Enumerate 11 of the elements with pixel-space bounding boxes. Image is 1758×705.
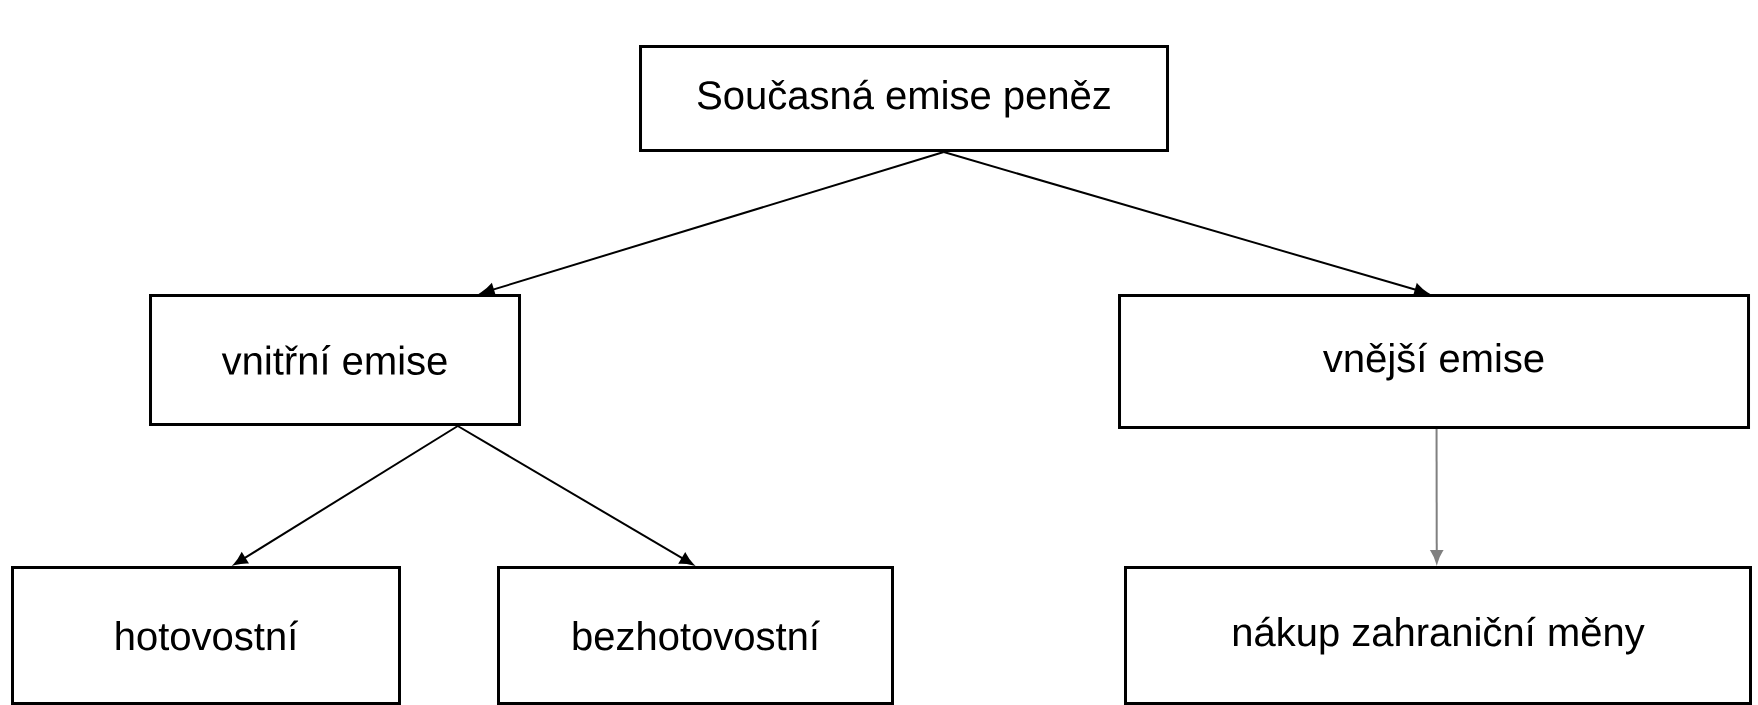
process-box: Současná emise peněz <box>639 45 1169 152</box>
process-box: nákup zahraniční měny <box>1124 566 1752 705</box>
arrow <box>481 151 945 296</box>
arrow <box>233 425 459 566</box>
arrow <box>456 425 694 566</box>
process-box: hotovostní <box>11 566 401 705</box>
arrow <box>1430 428 1443 564</box>
arrow <box>942 151 1428 296</box>
process-box: vnější emise <box>1118 294 1750 429</box>
process-box: vnitřní emise <box>149 294 521 426</box>
process-box: bezhotovostní <box>497 566 894 705</box>
